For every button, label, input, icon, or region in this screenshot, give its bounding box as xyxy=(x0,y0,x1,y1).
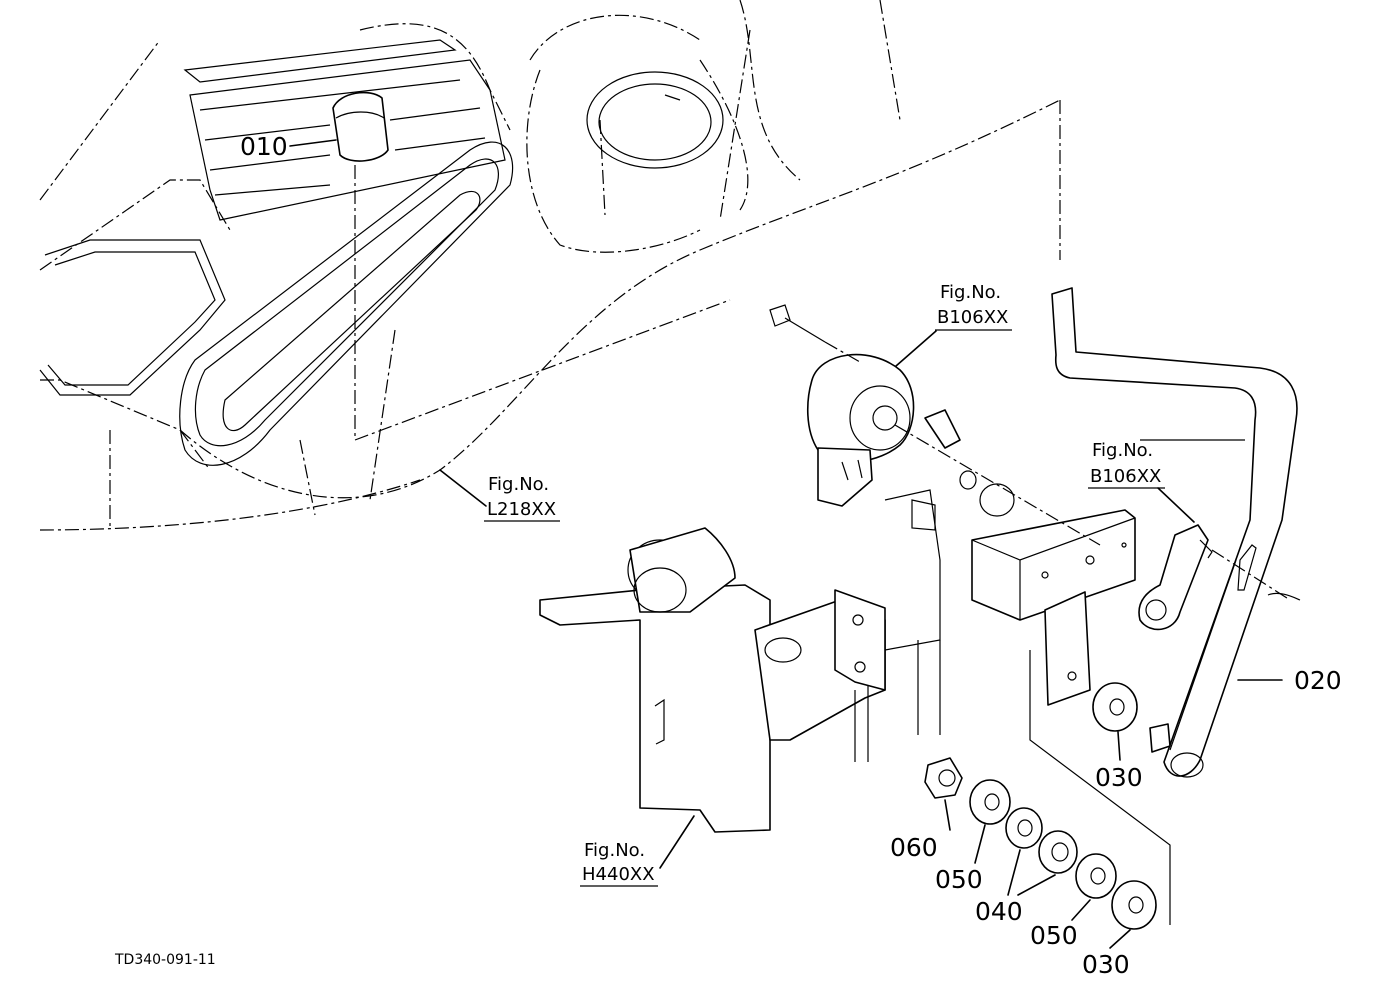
label-060: 060 xyxy=(890,833,938,862)
label-020: 020 xyxy=(1294,666,1342,695)
label-050-left: 050 xyxy=(935,865,983,894)
figure-ref-h440: Fig.No. H440XX xyxy=(580,840,658,887)
fig-ref-prefix: Fig.No. xyxy=(584,840,645,861)
shift-slot-panel xyxy=(179,141,514,466)
shift-knob xyxy=(332,91,731,441)
fig-ref-prefix: Fig.No. xyxy=(940,282,1001,303)
cup-holder xyxy=(586,71,724,169)
pedal-sensor xyxy=(769,304,1101,546)
leader-lines xyxy=(289,139,1283,949)
storage-tray xyxy=(39,239,226,396)
drawing-code: TD340-091-11 xyxy=(114,952,216,968)
main-frame xyxy=(539,489,941,833)
sensor-bracket xyxy=(971,509,1136,706)
fig-ref-prefix: Fig.No. xyxy=(1092,440,1153,461)
fig-ref-prefix: Fig.No. xyxy=(488,474,549,495)
figure-ref-l218: Fig.No. L218XX xyxy=(484,474,560,522)
label-010: 010 xyxy=(240,132,288,161)
fig-ref-code: H440XX xyxy=(582,864,655,885)
vent-grille xyxy=(183,39,506,221)
fig-ref-code: L218XX xyxy=(487,499,556,520)
figure-ref-b106-top: Fig.No. B106XX xyxy=(935,282,1012,331)
label-040: 040 xyxy=(975,897,1023,926)
callout-brackets xyxy=(1029,439,1245,925)
hardware-stack xyxy=(924,682,1171,930)
fig-ref-code: B106XX xyxy=(937,307,1008,328)
fig-ref-code: B106XX xyxy=(1090,466,1161,487)
figure-ref-b106-right: Fig.No. B106XX xyxy=(1088,440,1165,489)
label-030-upper: 030 xyxy=(1095,763,1143,792)
label-050-right: 050 xyxy=(1030,921,1078,950)
pedal-lever xyxy=(1051,287,1298,778)
link-arm xyxy=(1138,524,1301,631)
part-labels: 010 020 030 060 050 040 050 030 xyxy=(240,132,1342,979)
console-outline xyxy=(39,0,1061,531)
label-030-lower: 030 xyxy=(1082,950,1130,979)
